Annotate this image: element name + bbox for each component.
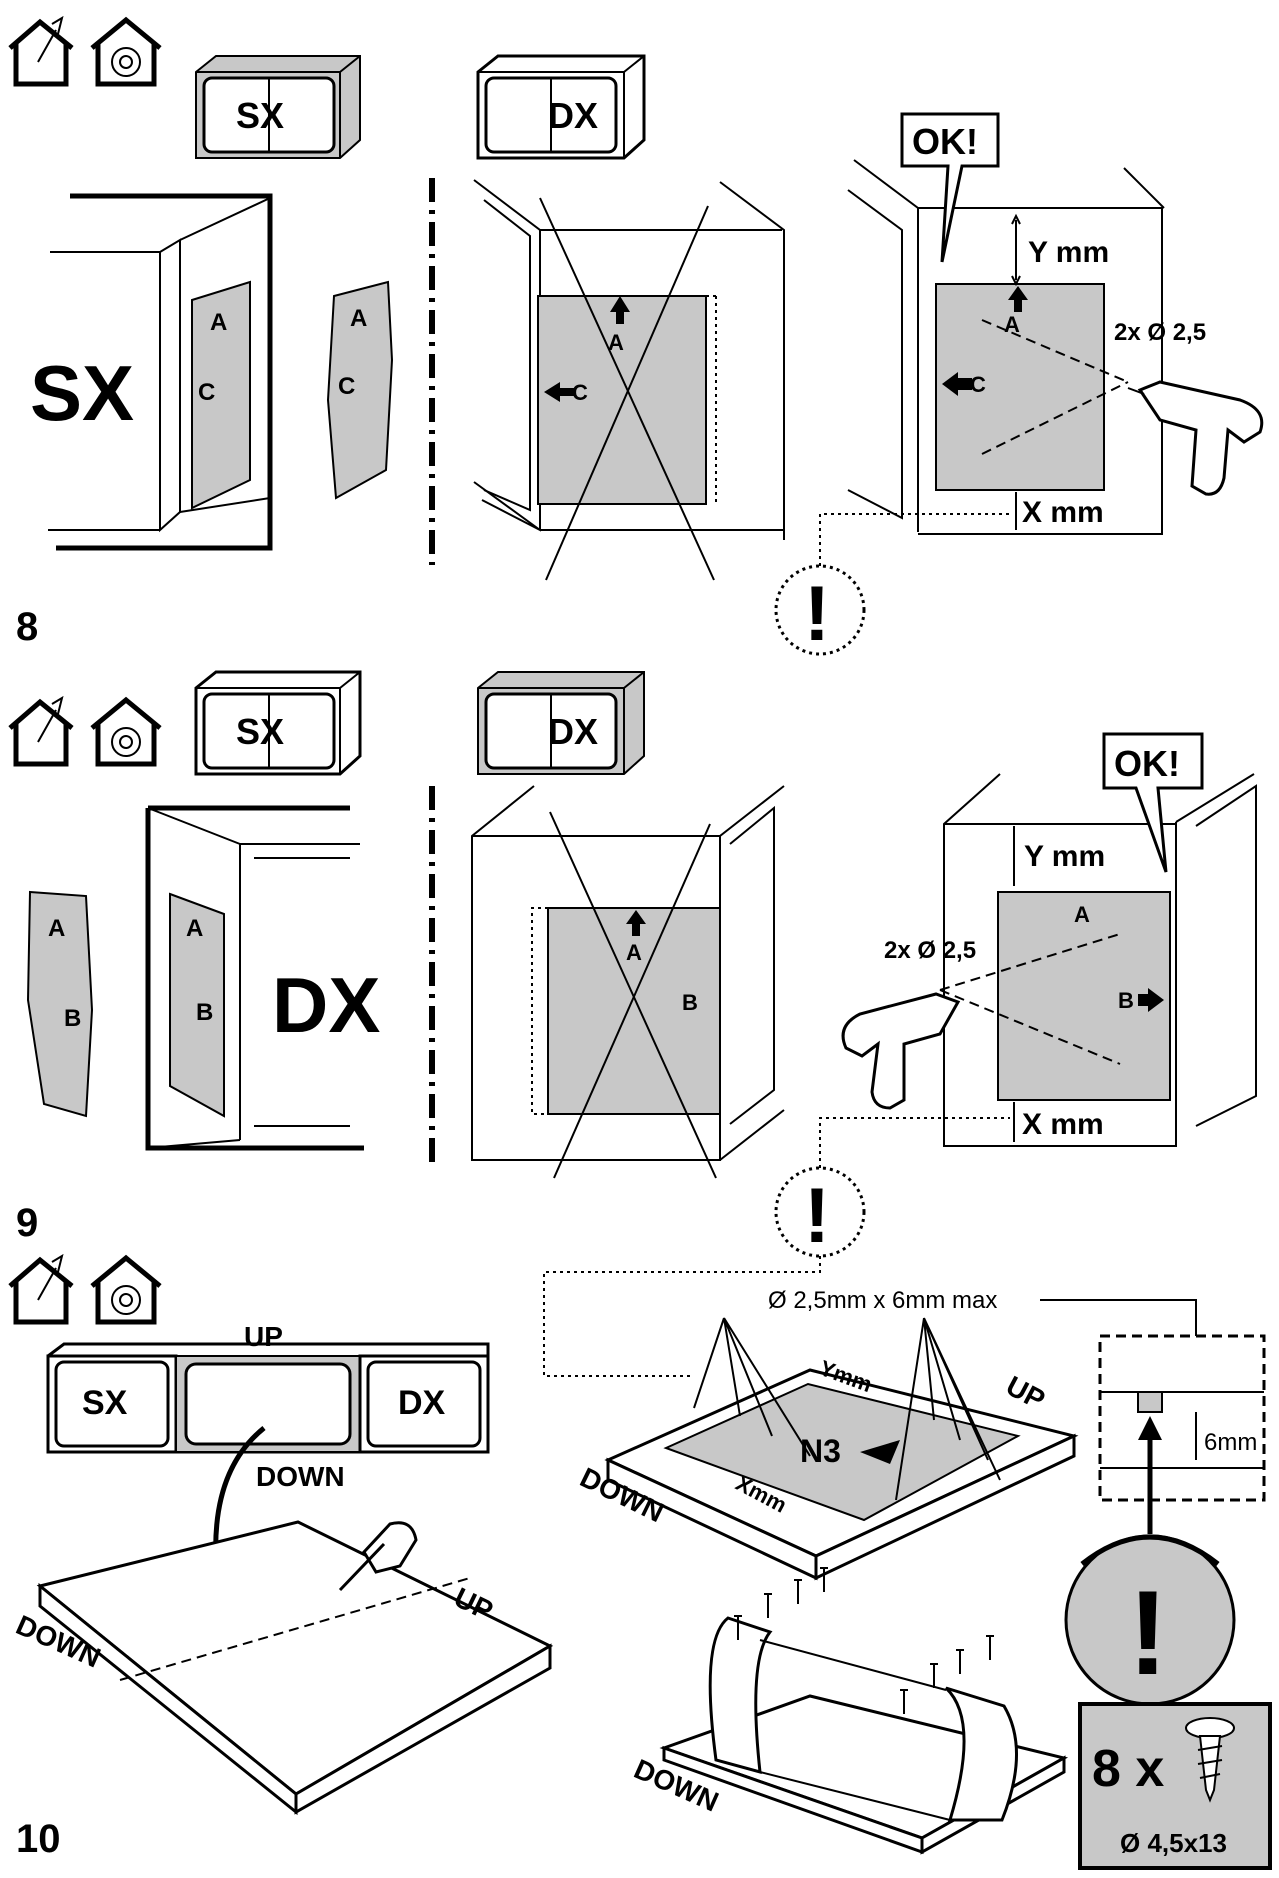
- strip-b-label: B: [64, 1005, 81, 1032]
- wrong-plate-c: C: [572, 380, 588, 405]
- dx-cabinet: DX: [476, 54, 646, 160]
- correct-position-panel: A C Y mm X mm 2x Ø 2,5 OK!: [847, 112, 1264, 535]
- ok-plate-c: C: [970, 372, 986, 397]
- y-mm-label: Y mm: [1028, 236, 1109, 269]
- dx-plate-a: A: [186, 915, 203, 942]
- warning-circle-3: !: [1064, 1534, 1236, 1706]
- screw-icon: [764, 1593, 772, 1618]
- sx-wall-label: SX: [30, 349, 134, 437]
- screw-spec-label: Ø 2,5mm x 6mm max: [768, 1287, 997, 1314]
- pen-hand-icon: [338, 1521, 418, 1592]
- step-10: SX DX UP DOWN UP DOWN 10 Ø 2,5mm x 6mm m…: [8, 1253, 1272, 1870]
- template-strip-ab: A B: [26, 890, 94, 1118]
- sx-cabinet: SX: [194, 670, 362, 776]
- house-wrench-icon: [90, 696, 162, 767]
- dx-cabinet-highlighted: DX: [477, 671, 645, 775]
- screw-icon: [794, 1579, 802, 1604]
- up-label: UP: [244, 1321, 283, 1352]
- wrong-plate-a: A: [608, 330, 624, 355]
- wrong-plate-b: B: [682, 990, 698, 1015]
- house-tool-icon: [8, 1253, 74, 1325]
- ok-callout: OK!: [900, 112, 1000, 263]
- dx-cabinet-label: DX: [548, 711, 598, 752]
- x-mm-label: X mm: [1022, 496, 1104, 529]
- x-mm-label: X mm: [1022, 1108, 1104, 1141]
- warning-symbol-2: !: [804, 1171, 830, 1259]
- screw-icon: [734, 1615, 742, 1640]
- warning-symbol-3: !: [1128, 1566, 1168, 1700]
- screw-icon: [820, 1567, 828, 1592]
- screw-size: Ø 4,5x13: [1120, 1828, 1227, 1858]
- ok-label: OK!: [912, 121, 978, 162]
- wrong-position-panel: A C: [473, 179, 785, 581]
- sx-cabinet-label: SX: [236, 711, 284, 752]
- sx-plate-c: C: [198, 379, 215, 406]
- dx-wall-label: DX: [272, 961, 380, 1049]
- drill-icon: [1127, 380, 1264, 496]
- screw-icon: [900, 1689, 908, 1714]
- warning-circle-1: !: [774, 513, 1010, 657]
- screw-icons: [734, 1567, 994, 1714]
- template-strip-ac: A C: [326, 280, 394, 500]
- wrong-plate-a: A: [626, 940, 642, 965]
- wrong-position-panel: A B: [471, 785, 785, 1179]
- screw-count-box: 8 x Ø 4,5x13: [1078, 1702, 1272, 1870]
- screw-icon: [1185, 1717, 1235, 1803]
- drill-spec: 2x Ø 2,5: [884, 937, 976, 964]
- board-up-label: UP: [1001, 1370, 1050, 1416]
- strip-c-label: C: [338, 373, 355, 400]
- house-wrench-icon: [90, 1254, 162, 1325]
- mounting-board: Ø 2,5mm x 6mm max N3 Ymm Xmm UP DOWN: [575, 1287, 1197, 1581]
- step-9: SX DX A B A B DX: [8, 670, 1257, 1377]
- dx-plate-b: B: [196, 999, 213, 1026]
- step-number-9: 9: [16, 1201, 38, 1245]
- top-panel: UP DOWN: [12, 1520, 554, 1816]
- y-mm-label: Y mm: [1024, 840, 1105, 873]
- screw-qty: 8 x: [1092, 1740, 1164, 1798]
- dx-side-panel: A B DX: [145, 805, 380, 1151]
- screw-icon: [956, 1649, 964, 1674]
- step-8: SX DX SX A C A C: [8, 15, 1264, 657]
- strip-a-label: A: [48, 915, 65, 942]
- sx-cabinet-label: SX: [82, 1384, 128, 1422]
- ok-plate-a: A: [1074, 902, 1090, 927]
- down-label: DOWN: [256, 1461, 345, 1492]
- drill-icon: [841, 992, 961, 1110]
- step-number-10: 10: [16, 1817, 61, 1861]
- house-tool-icon: [8, 15, 74, 87]
- warning-circle-2: !: [543, 1117, 1010, 1377]
- sx-cabinet-label: SX: [236, 95, 284, 136]
- depth-label: 6mm: [1204, 1429, 1257, 1456]
- dx-cabinet-label: DX: [548, 95, 598, 136]
- sx-side-panel: SX A C: [30, 193, 273, 551]
- ok-plate-b: B: [1118, 988, 1134, 1013]
- dx-cabinet-label: DX: [398, 1384, 446, 1422]
- ok-plate-a: A: [1004, 312, 1020, 337]
- strip-a-label: A: [350, 305, 367, 332]
- screw-icon: [986, 1635, 994, 1660]
- correct-position-panel: A B Y mm X mm 2x Ø 2,5 OK!: [841, 732, 1257, 1147]
- ok-callout: OK!: [1102, 732, 1204, 873]
- sx-cabinet-highlighted: SX: [195, 55, 361, 159]
- sx-plate-a: A: [210, 309, 227, 336]
- cabinet-row: SX DX UP DOWN: [46, 1321, 490, 1492]
- house-wrench-icon: [90, 16, 162, 87]
- house-tool-icon: [8, 695, 74, 767]
- drill-spec: 2x Ø 2,5: [1114, 319, 1206, 346]
- screw-icon: [930, 1663, 938, 1688]
- step-number-8: 8: [16, 605, 38, 649]
- depth-detail: 6mm: [1098, 1334, 1266, 1534]
- rotate-arrow: [213, 1426, 266, 1561]
- ok-label: OK!: [1114, 743, 1180, 784]
- warning-symbol-1: !: [804, 569, 830, 657]
- bottom-assembly: DOWN: [630, 1616, 1069, 1855]
